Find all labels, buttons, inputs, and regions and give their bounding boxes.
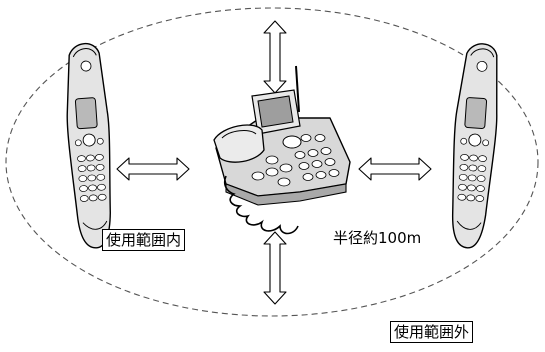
double-arrow-icon <box>358 157 432 181</box>
base-phone-icon <box>213 65 351 235</box>
range-boundary <box>5 7 539 317</box>
handset-icon <box>445 41 503 250</box>
double-arrow-icon <box>263 20 287 94</box>
handset-icon <box>61 41 118 250</box>
radius-label: 半径約100m <box>333 229 422 247</box>
inside-range-label: 使用範囲内 <box>102 229 186 251</box>
double-arrow-icon <box>263 231 287 305</box>
outside-range-label: 使用範囲外 <box>390 321 474 343</box>
double-arrow-icon <box>116 157 190 181</box>
